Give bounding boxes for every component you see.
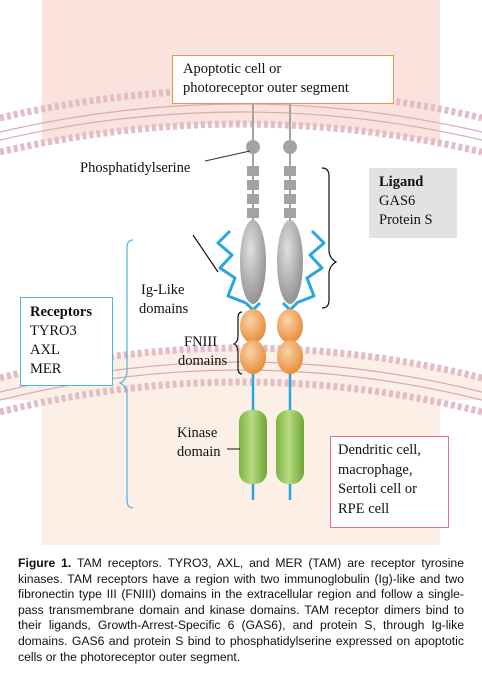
transmembrane-segments: [251, 374, 292, 410]
kinase-domains: [239, 410, 304, 500]
kinase-label: Kinase domain: [177, 424, 221, 462]
receptors-bracket: [118, 239, 134, 509]
ligand-label-box: Ligand GAS6 Protein S: [369, 168, 457, 238]
figure-label: Figure 1.: [18, 556, 72, 570]
caption-text: TAM receptors. TYRO3, AXL, and MER (TAM)…: [18, 556, 464, 664]
receptors-title: Receptors: [30, 304, 93, 320]
ligand-title: Ligand: [379, 174, 424, 190]
ig-like-label: Ig-Like domains: [139, 281, 189, 319]
ligand-gas6-protein-s: [240, 154, 303, 304]
tam-receptor-figure: Apoptotic cell or photoreceptor outer se…: [0, 0, 482, 545]
fniii-line2: domains: [178, 353, 228, 369]
receptor-tyro3: TYRO3: [30, 323, 77, 339]
phosphatidylserine-label: Phosphatidylserine: [80, 160, 191, 176]
fniii-label: FNIII domains: [178, 333, 227, 371]
ig-like-domains: [216, 229, 326, 312]
figure-caption: Figure 1. TAM receptors. TYRO3, AXL, and…: [18, 556, 464, 665]
fniii-line1: FNIII: [184, 334, 218, 350]
host-cell-label-box: Dendritic cell, macrophage, Sertoli cell…: [330, 436, 449, 528]
ig-like-line2: domains: [139, 301, 189, 317]
fniii-bracket: [232, 311, 243, 375]
ligand-bracket: [321, 167, 338, 309]
top-membrane: [0, 86, 482, 156]
cell-line4: RPE cell: [338, 500, 390, 517]
cell-line2: macrophage,: [338, 461, 413, 478]
apoptotic-cell-line1: Apoptotic cell or: [183, 61, 282, 77]
fniii-domains: [240, 309, 303, 374]
phosphatidylserine-heads: [246, 100, 297, 154]
apoptotic-cell-line2: photoreceptor outer segment: [183, 80, 349, 96]
ligand-gas6: GAS6: [379, 193, 416, 209]
receptor-axl: AXL: [30, 342, 60, 358]
cell-line1: Dendritic cell,: [338, 442, 421, 458]
apoptotic-cell-label-box: Apoptotic cell or photoreceptor outer se…: [172, 55, 394, 104]
phosphatidylserine-pointer: [204, 150, 251, 162]
ligand-protein-s: Protein S: [379, 212, 433, 228]
kinase-line2: domain: [177, 444, 221, 460]
receptor-mer: MER: [30, 361, 62, 377]
ig-like-line1: Ig-Like: [141, 282, 185, 298]
kinase-line1: Kinase: [177, 425, 218, 441]
ig-like-pointer: [192, 234, 219, 273]
receptors-label-box: Receptors TYRO3 AXL MER: [20, 297, 113, 386]
cell-line3: Sertoli cell or: [338, 481, 417, 497]
